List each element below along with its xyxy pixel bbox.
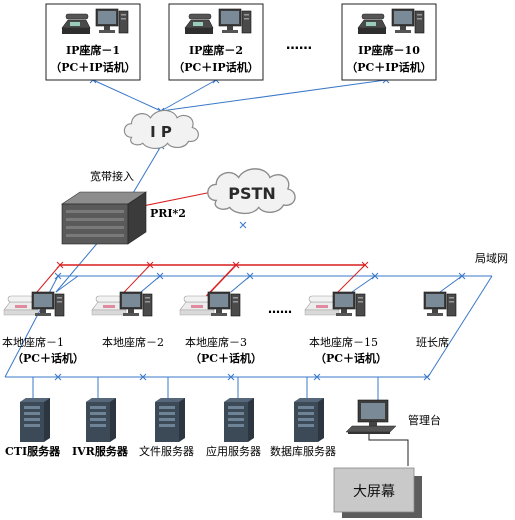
lan-drop-1	[55, 275, 79, 293]
server-label: IVR服务器	[72, 444, 129, 458]
voice-junction-markers	[56, 261, 369, 269]
link-ip2	[160, 79, 217, 112]
ip-phone-icon	[184, 13, 214, 35]
remote-seat-2: IP座席－2 （PC＋IP话机）	[168, 3, 264, 81]
supervisor-seat	[423, 291, 457, 317]
big-screen	[333, 467, 422, 518]
ip-phone-icon	[357, 13, 387, 35]
lan-drop-15	[351, 275, 376, 293]
local-seat-3	[179, 291, 241, 317]
pri-label: PRI*2	[150, 207, 186, 220]
local-seat-name: 本地座席－15	[309, 335, 378, 349]
local-seat-2	[91, 291, 153, 317]
server-file	[155, 398, 185, 442]
local-seat-sub: （PC＋话机）	[190, 351, 262, 365]
remote-seat-sub: （PC＋IP话机）	[346, 60, 431, 74]
remote-seat-name: IP座席－1	[66, 43, 120, 57]
server-icon	[20, 398, 50, 442]
remote-seat-sub: （PC＋IP话机）	[173, 60, 258, 74]
local-seat-sub: （PC＋话机）	[12, 351, 84, 365]
server-icon	[86, 398, 116, 442]
server-icon	[155, 398, 185, 442]
server-app	[224, 398, 254, 442]
server-icon	[294, 398, 324, 442]
link-ip10	[160, 79, 387, 112]
console-label: 管理台	[408, 413, 441, 427]
local-seat-15	[304, 291, 366, 317]
ip-phone-icon	[61, 13, 91, 35]
server-label: 文件服务器	[139, 444, 194, 458]
lan-rail-right	[427, 275, 493, 378]
pc-icon	[423, 291, 457, 317]
server-label: 应用服务器	[206, 444, 261, 458]
remote-seat-sub: （PC＋IP话机）	[50, 60, 135, 74]
local-seat-name: 本地座席－1	[2, 335, 64, 349]
gateway-device	[61, 191, 147, 245]
server-label: CTI服务器	[5, 444, 61, 458]
server-label: 数据库服务器	[270, 444, 336, 458]
pstn-cloud-label: PSTN	[228, 184, 276, 203]
remote-seat-10: IP座席－10 （PC＋IP话机）	[341, 3, 437, 81]
local-seat-name: 本地座席－2	[102, 335, 164, 349]
server-icon	[224, 398, 254, 442]
server-cti	[20, 398, 50, 442]
big-screen-label: 大屏幕	[353, 484, 395, 500]
broadband-label: 宽带接入	[90, 169, 134, 183]
supervisor-label: 班长席	[416, 335, 449, 349]
local-seat-1	[3, 291, 65, 317]
link-gateway-lan	[55, 239, 101, 293]
local-seat-name: 本地座席－3	[185, 335, 247, 349]
remote-seat-1: IP座席－1 （PC＋IP话机）	[45, 3, 141, 81]
ellipsis-local: ……	[268, 302, 292, 316]
server-ivr	[86, 398, 116, 442]
local-seat-sub: （PC＋话机）	[315, 351, 387, 365]
server-db	[294, 398, 324, 442]
remote-seat-name: IP座席－2	[189, 43, 243, 57]
link-ip1	[92, 79, 162, 112]
screen-cable	[368, 434, 409, 466]
lan-drop-supervisor	[439, 275, 463, 293]
remote-seat-name: IP座席－10	[358, 43, 420, 57]
lan-label: 局域网	[475, 252, 508, 265]
ip-cloud-label: I P	[150, 123, 172, 141]
management-console	[345, 399, 397, 434]
ellipsis-remote: ……	[286, 38, 312, 53]
